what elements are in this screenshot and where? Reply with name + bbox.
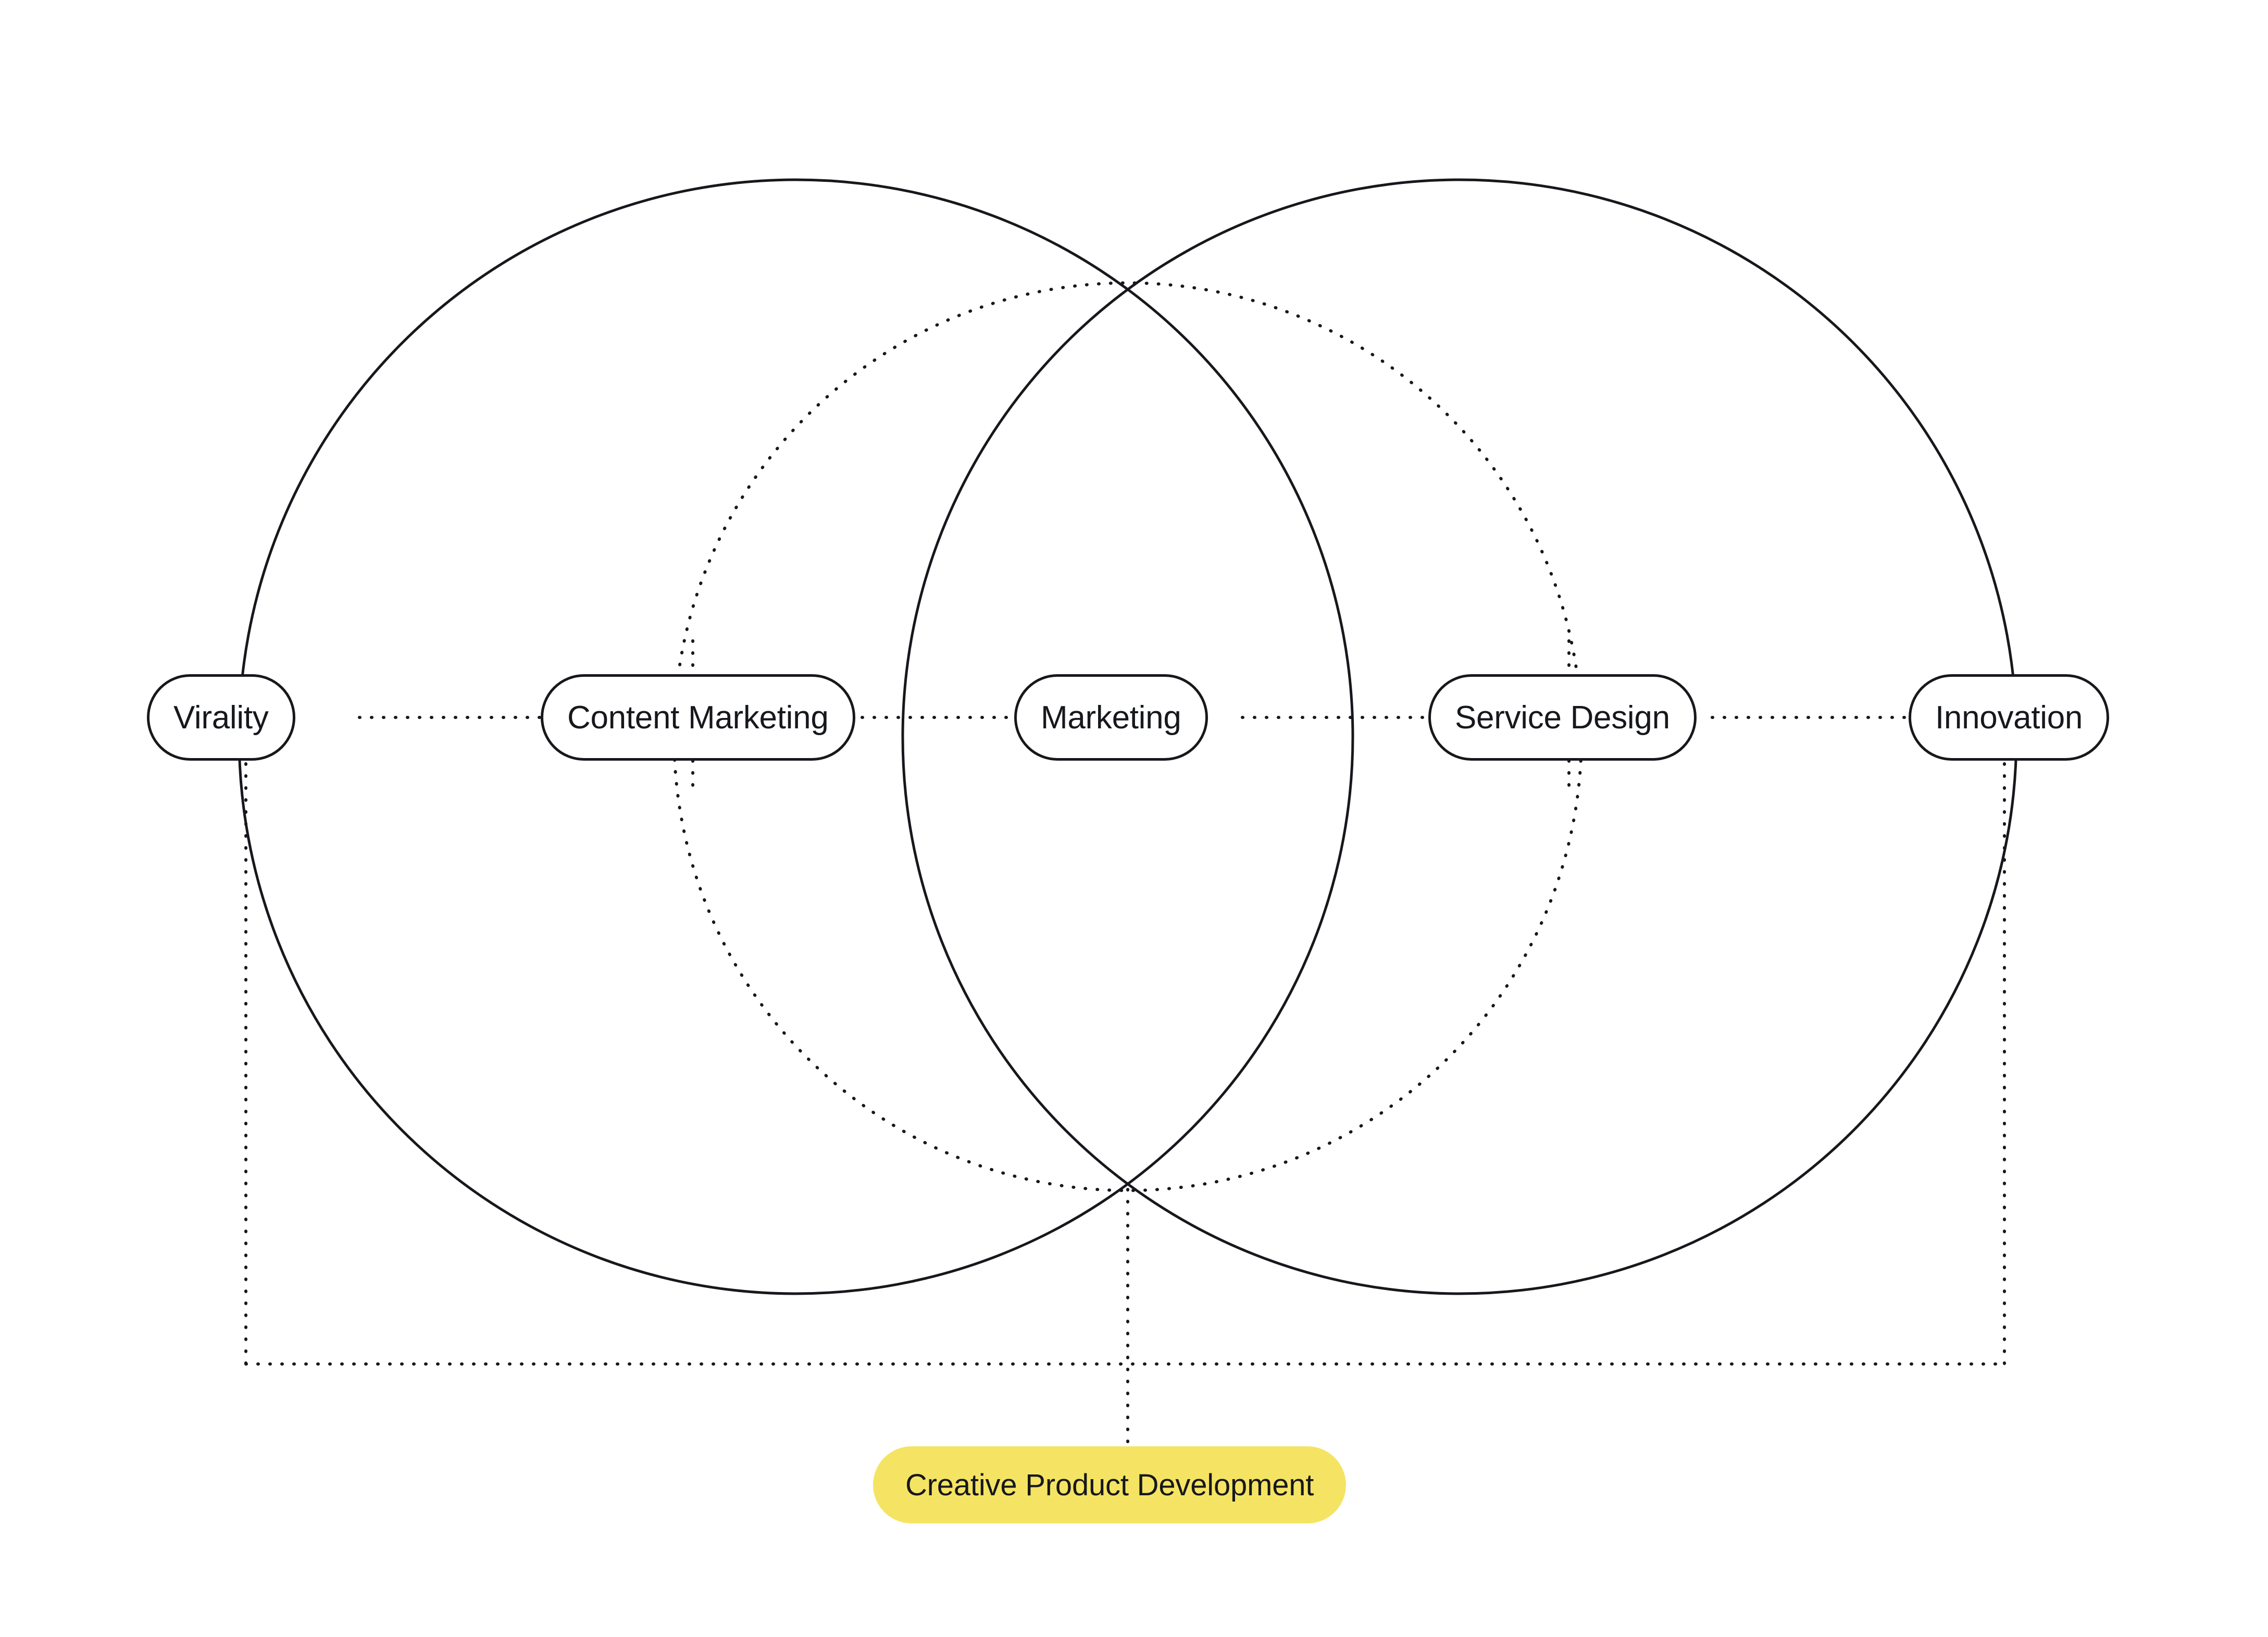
node-innovation-label: Innovation: [1935, 699, 2083, 736]
node-service-design-label: Service Design: [1455, 699, 1670, 736]
node-content-marketing-label: Content Marketing: [567, 699, 829, 736]
node-marketing-label: Marketing: [1041, 699, 1181, 736]
node-virality[interactable]: Virality: [147, 674, 295, 761]
node-virality-label: Virality: [173, 699, 269, 736]
outcome-label: Creative Product Development: [905, 1468, 1314, 1502]
node-innovation[interactable]: Innovation: [1909, 674, 2110, 761]
node-service-design[interactable]: Service Design: [1428, 674, 1697, 761]
node-content-marketing[interactable]: Content Marketing: [541, 674, 855, 761]
outcome-creative-product-development[interactable]: Creative Product Development: [873, 1446, 1347, 1523]
node-marketing[interactable]: Marketing: [1014, 674, 1208, 761]
